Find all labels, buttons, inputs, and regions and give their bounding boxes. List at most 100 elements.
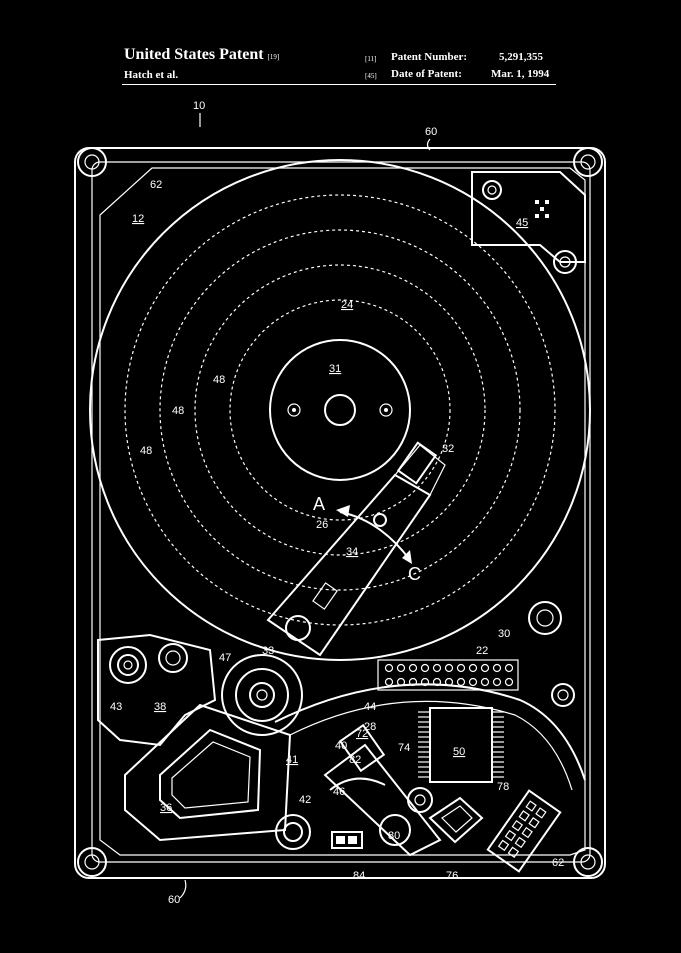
ref-62: 62 (552, 857, 564, 869)
connector-pin (468, 677, 478, 687)
ref-60: 60 (425, 126, 437, 138)
ref-31: 31 (329, 363, 341, 375)
title-tag: [19] (267, 53, 280, 61)
ref-43: 43 (110, 701, 122, 713)
connector-pin (396, 663, 406, 673)
patent-date: Mar. 1, 1994 (491, 68, 550, 80)
patent-number-label: Patent Number: (391, 51, 468, 63)
ref-C: C (408, 564, 421, 584)
actuator-arm (266, 441, 446, 657)
connector-pin (432, 677, 442, 687)
chip-50 (418, 707, 504, 783)
patent-title: United States Patent [19] (124, 46, 280, 63)
ref-84: 84 (353, 870, 365, 882)
direction-arrows (336, 505, 412, 564)
ref-A: A (313, 494, 325, 514)
ref-46: 46 (333, 786, 345, 798)
ref-36: 36 (160, 802, 172, 814)
connector-pin (456, 677, 466, 687)
connector-pin (492, 677, 502, 687)
connector-pin (535, 807, 547, 819)
ref-48: 48 (140, 445, 152, 457)
connector-pin (420, 663, 430, 673)
connector-pin (480, 663, 490, 673)
connector-pin (528, 817, 540, 829)
ref-48: 48 (213, 374, 225, 386)
ref-41: 41 (286, 754, 298, 766)
disk-platter (89, 159, 591, 661)
magnet-bracket-38 (97, 633, 217, 747)
ref-42: 42 (299, 794, 311, 806)
ref-28: 28 (364, 721, 376, 733)
ref-60: 60 (168, 894, 180, 906)
connector-pin (525, 800, 537, 812)
ref-74: 74 (398, 742, 410, 754)
ref-30: 30 (498, 628, 510, 640)
patent-number-tag: [11] (365, 55, 377, 63)
connector-pin (468, 663, 478, 673)
connector-pin (507, 846, 520, 858)
screw-right-lower (551, 683, 575, 707)
connector-bottom-right (486, 789, 562, 873)
voice-coil-36 (124, 703, 292, 842)
ref-44: 44 (364, 701, 376, 713)
reference-labels: 10 60 62 12 45 24 31 48 48 48 32 A 26 34… (110, 100, 564, 906)
flex-cable (274, 683, 586, 781)
corner-screw (77, 147, 107, 177)
ref-50: 50 (453, 746, 465, 758)
ref-48: 48 (172, 405, 184, 417)
connector-pin (384, 677, 394, 687)
date-tag: [45] (365, 72, 377, 80)
ref-24: 24 (341, 299, 353, 311)
ref-12: 12 (132, 213, 144, 225)
ref-10: 10 (193, 100, 205, 112)
leader-lines (179, 113, 431, 899)
ref-38: 38 (154, 701, 166, 713)
screw-42 (275, 814, 311, 850)
ref-82: 82 (349, 754, 361, 766)
screw-30 (528, 601, 562, 635)
connector-pin (492, 663, 502, 673)
connector-pin (514, 836, 526, 849)
connector-pin (480, 677, 490, 687)
ref-22: 22 (476, 645, 488, 657)
connector-pin (504, 677, 514, 687)
connector-pin (408, 677, 418, 687)
connector-pin (511, 820, 524, 832)
ref-47: 47 (219, 652, 231, 664)
header-rule (122, 84, 556, 85)
ref-62: 62 (150, 179, 162, 191)
corner-screw (573, 847, 603, 877)
connector-pin (384, 663, 394, 673)
ref-78: 78 (497, 781, 509, 793)
date-label: Date of Patent: (391, 68, 462, 80)
corner-screw (573, 147, 603, 177)
connector-45 (471, 171, 586, 274)
connector-pin (497, 839, 510, 852)
connector-pin (408, 663, 418, 673)
ref-72: 72 (356, 728, 368, 740)
connector-pin (504, 829, 517, 842)
inventor-name: Hatch et al. (124, 69, 179, 81)
latch-mechanism (323, 723, 484, 857)
ref-45: 45 (516, 217, 528, 229)
connector-pin (396, 677, 406, 687)
connector-pin (504, 663, 514, 673)
connector-pin (456, 663, 466, 673)
connector-22 (377, 659, 519, 691)
connector-pin (432, 663, 442, 673)
connector-pin (444, 677, 454, 687)
ref-32: 32 (442, 443, 454, 455)
ref-76: 76 (446, 870, 458, 882)
ref-34: 34 (346, 546, 358, 558)
ref-80: 80 (388, 830, 400, 842)
drive-housing (74, 147, 606, 879)
corner-screw (77, 847, 107, 877)
pivot-bearing (221, 654, 303, 736)
ref-40: 40 (335, 740, 347, 752)
connector-pin (518, 810, 530, 822)
ref-26: 26 (316, 519, 328, 531)
spindle-hub (269, 339, 411, 481)
patent-number: 5,291,355 (499, 51, 543, 63)
